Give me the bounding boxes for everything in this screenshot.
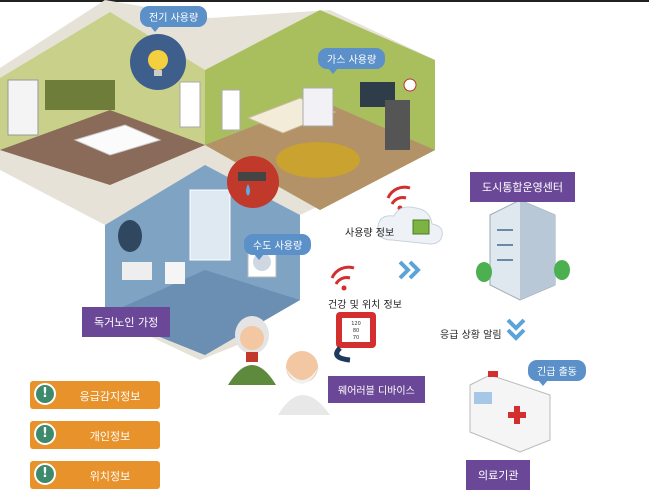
bathroom-mirror bbox=[118, 220, 142, 252]
faucet-icon-circle bbox=[227, 156, 279, 208]
tree-icon bbox=[554, 260, 570, 280]
legend-item-emergency-detection: ! 응급감지정보 bbox=[30, 381, 160, 409]
kitchen-door bbox=[179, 81, 201, 128]
alert-icon: ! bbox=[34, 383, 56, 405]
tree-icon bbox=[476, 262, 492, 282]
chip-icon bbox=[412, 219, 430, 235]
boiler bbox=[302, 87, 334, 127]
legend-label: 개인정보 bbox=[89, 430, 131, 443]
water-drop-icon bbox=[246, 184, 250, 196]
ambulance-window bbox=[474, 392, 492, 404]
electricity-usage-bubble: 전기 사용량 bbox=[140, 6, 208, 32]
alert-icon: ! bbox=[34, 423, 56, 445]
emergency-alert-text: 응급 상황 알림 bbox=[440, 330, 502, 341]
legend-label: 위치정보 bbox=[89, 470, 131, 483]
device-screen-line-2: 80 bbox=[353, 328, 359, 334]
legend-item-location-info: ! 위치정보 bbox=[30, 461, 160, 489]
fridge bbox=[7, 79, 39, 136]
ambulance-siren bbox=[488, 371, 498, 377]
shower-booth bbox=[189, 189, 231, 261]
double-arrow-right-icon bbox=[398, 260, 421, 280]
washbasin bbox=[122, 262, 152, 280]
kitchen-counter bbox=[45, 80, 115, 110]
city-center-label: 도시통합운영센터 bbox=[470, 172, 575, 202]
elderly-man-beard bbox=[286, 368, 318, 384]
alert-icon: ! bbox=[34, 463, 56, 485]
legend-label: 응급감지정보 bbox=[79, 390, 141, 403]
household-label: 독거노인 가정 bbox=[82, 307, 171, 337]
device-screen-line-1: 120 bbox=[351, 321, 361, 327]
round-rug bbox=[276, 142, 360, 178]
usage-info-text: 사용량 정보 bbox=[345, 228, 395, 239]
elderly-woman-body bbox=[228, 365, 276, 385]
wearable-device-label: 웨어러블 디바이스 bbox=[328, 376, 425, 403]
lightbulb-base bbox=[154, 70, 162, 76]
device-screen-line-3: 70 bbox=[353, 335, 359, 341]
elderly-woman-face bbox=[240, 326, 264, 350]
wifi-signal-icon-2 bbox=[330, 265, 355, 291]
device-cuff bbox=[334, 346, 351, 363]
pc-tower bbox=[385, 100, 410, 150]
toilet bbox=[165, 262, 185, 284]
double-arrow-down-icon bbox=[506, 318, 526, 341]
legend-item-personal-info: ! 개인정보 bbox=[30, 421, 160, 449]
water-usage-bubble: 수도 사용량 bbox=[244, 234, 312, 260]
medical-institution-label: 의료기관 bbox=[466, 460, 531, 490]
emergency-dispatch-bubble: 긴급 출동 bbox=[528, 360, 586, 386]
red-cross-icon bbox=[508, 412, 526, 418]
elderly-woman-scarf bbox=[246, 352, 258, 362]
health-location-text: 건강 및 위치 정보 bbox=[328, 300, 402, 311]
lightbulb-icon bbox=[148, 50, 168, 70]
cloud-icon bbox=[377, 206, 443, 245]
top-rule bbox=[0, 0, 649, 2]
elderly-man-body bbox=[278, 395, 330, 415]
bedroom-door bbox=[221, 89, 241, 131]
device-screen bbox=[342, 318, 370, 342]
gas-usage-bubble: 가스 사용량 bbox=[318, 48, 386, 74]
wall-clock bbox=[403, 78, 417, 92]
faucet-icon bbox=[238, 172, 266, 181]
dining-table bbox=[73, 124, 162, 156]
city-building-side bbox=[520, 200, 555, 300]
elderly-man-face bbox=[286, 351, 318, 383]
